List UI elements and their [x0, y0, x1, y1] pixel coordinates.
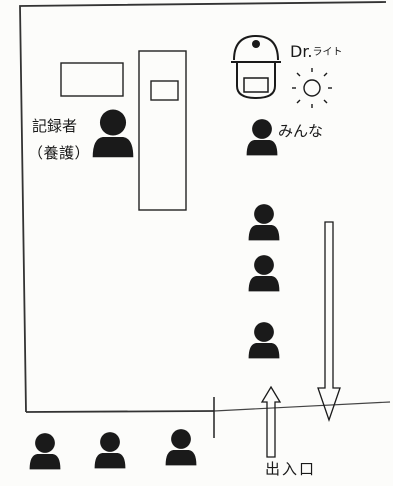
small-desk [60, 62, 124, 97]
everyone-person-icon [246, 119, 278, 156]
outside-person-3-icon [165, 429, 197, 466]
sun-light-icon [292, 68, 332, 108]
everyone-label: みんな [278, 122, 324, 140]
queue-person-2-icon [248, 255, 280, 292]
recorder-role-label: （養護） [28, 144, 91, 162]
room-wall-bottom-right [213, 401, 391, 412]
entrance-label: 出入口 [265, 460, 317, 478]
doctor-label: Dr.ライト [290, 44, 343, 60]
doctor-label-sub: ライト [312, 47, 343, 58]
outside-person-2-icon [94, 432, 126, 469]
queue-person-3-icon [248, 322, 280, 359]
doctor-label-main: Dr. [290, 42, 313, 61]
recorder-person-icon [92, 109, 134, 158]
exit-arrow-down-icon [317, 221, 341, 422]
queue-person-1-icon [248, 204, 280, 241]
room-wall [19, 1, 387, 413]
outside-person-1-icon [29, 433, 61, 470]
room-wall-bottom [25, 410, 215, 413]
table-item [150, 80, 179, 101]
doctor-face-icon [231, 34, 281, 100]
recorder-label: 記録者 [32, 117, 78, 135]
long-table [138, 50, 187, 211]
entry-arrow-up-icon [260, 385, 282, 458]
